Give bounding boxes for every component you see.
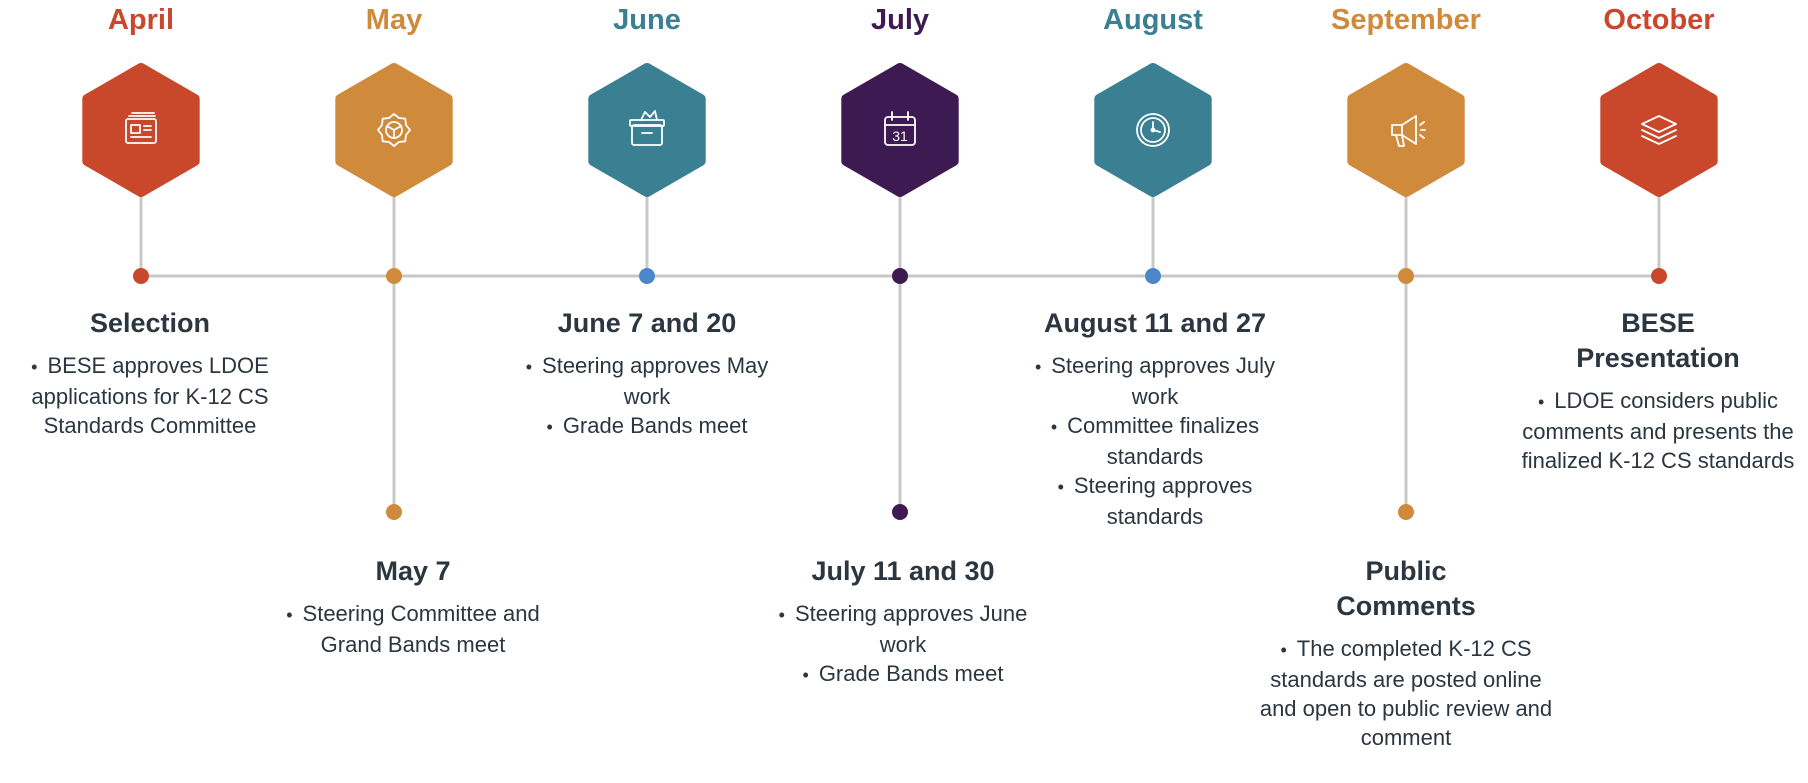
month-hexagon bbox=[1347, 63, 1465, 197]
calendar-number: 31 bbox=[892, 128, 908, 144]
event-title: June 7 and 20 bbox=[557, 308, 737, 338]
event-title: Selection bbox=[89, 308, 211, 338]
layers-icon bbox=[1641, 115, 1677, 145]
event-bullets: BESE approves LDOE applications for K-12… bbox=[0, 351, 300, 440]
timeline-dot bbox=[1651, 268, 1667, 284]
megaphone-icon bbox=[1391, 115, 1426, 147]
timeline-dot bbox=[133, 268, 149, 284]
event-title: August 11 and 27 bbox=[1043, 308, 1267, 338]
event-june: June 7 and 20 Steering approves May work… bbox=[497, 306, 797, 442]
month-hexagon bbox=[588, 63, 706, 197]
event-public-comments: Public Comments The completed K-12 CS st… bbox=[1256, 554, 1556, 752]
event-bullet: Steering Committee and Grand Bands meet bbox=[268, 599, 558, 659]
month-label-april: April bbox=[107, 4, 175, 36]
event-bullet: Steering approves June work bbox=[758, 599, 1048, 659]
event-title: May 7 bbox=[375, 556, 451, 586]
gear-steering-icon bbox=[377, 113, 411, 147]
month-hexagon bbox=[841, 63, 959, 197]
event-bullets: Steering approves May work Grade Bands m… bbox=[502, 351, 792, 442]
event-bullets: Steering approves June work Grade Bands … bbox=[758, 599, 1048, 690]
newspaper-icon bbox=[125, 112, 157, 144]
event-bullet: Grade Bands meet bbox=[502, 411, 792, 442]
event-title: July 11 and 30 bbox=[811, 556, 995, 586]
event-title: Public Comments bbox=[1336, 556, 1476, 621]
timeline-dot bbox=[892, 268, 908, 284]
event-bullet: BESE approves LDOE applications for K-12… bbox=[0, 351, 300, 440]
month-label-september: September bbox=[1331, 4, 1481, 36]
event-bullet: Steering approves standards bbox=[1010, 471, 1300, 531]
timeline-dot bbox=[1145, 268, 1161, 284]
event-bullet: Steering approves July work bbox=[1010, 351, 1300, 411]
month-label-october: October bbox=[1603, 4, 1715, 36]
timeline-dot bbox=[639, 268, 655, 284]
month-hexagon bbox=[82, 63, 200, 197]
event-bullet: Committee finalizes standards bbox=[1010, 411, 1300, 471]
event-bese-presentation: BESE Presentation LDOE considers public … bbox=[1508, 306, 1808, 475]
month-label-june: June bbox=[613, 4, 681, 36]
event-bullets: LDOE considers public comments and prese… bbox=[1516, 386, 1801, 475]
timeline-end-dot bbox=[386, 504, 402, 520]
month-hexagon bbox=[1600, 63, 1718, 197]
month-label-august: August bbox=[1103, 4, 1203, 36]
event-bullet: The completed K-12 CS standards are post… bbox=[1256, 634, 1556, 752]
event-bullet: LDOE considers public comments and prese… bbox=[1516, 386, 1801, 475]
event-bullets: Steering Committee and Grand Bands meet bbox=[268, 599, 558, 659]
clock-icon bbox=[1136, 113, 1170, 147]
event-july: July 11 and 30 Steering approves June wo… bbox=[753, 554, 1053, 690]
archive-box-icon bbox=[629, 110, 665, 146]
timeline-end-dot bbox=[1398, 504, 1414, 520]
event-bullet: Steering approves May work bbox=[502, 351, 792, 411]
event-selection: Selection BESE approves LDOE application… bbox=[0, 306, 300, 440]
event-bullets: The completed K-12 CS standards are post… bbox=[1256, 634, 1556, 752]
event-bullet: Grade Bands meet bbox=[758, 659, 1048, 690]
timeline-dot bbox=[1398, 268, 1414, 284]
month-label-may: May bbox=[365, 4, 423, 36]
event-august: August 11 and 27 Steering approves July … bbox=[1005, 306, 1305, 531]
calendar-icon: 31 bbox=[884, 111, 916, 146]
timeline-dot bbox=[386, 268, 402, 284]
event-may-7: May 7 Steering Committee and Grand Bands… bbox=[263, 554, 563, 659]
event-title: BESE Presentation bbox=[1576, 308, 1740, 373]
event-bullets: Steering approves July work Committee fi… bbox=[1010, 351, 1300, 531]
month-label-july: July bbox=[870, 4, 930, 36]
timeline-end-dot bbox=[892, 504, 908, 520]
